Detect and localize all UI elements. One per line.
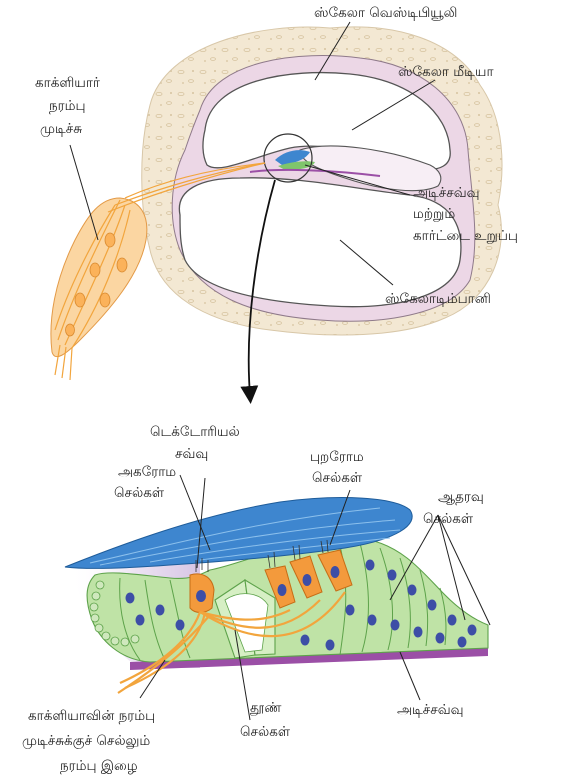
label-nerve-fibres-2: முடிச்சுக்குச் செல்லும் [22, 733, 150, 750]
label-scala-tympani: ஸ்கேலாடிம்பானி [385, 291, 491, 307]
label-cochlear-nerve-3: முடிச்சு [40, 121, 82, 137]
label-inner-hair-2: செல்கள் [114, 485, 165, 501]
label-pillar-1: தூண் [250, 700, 282, 716]
label-cochlear-nerve-1: காக்ளியார் [35, 75, 101, 91]
label-supporting-2: செல்கள் [423, 511, 474, 527]
label-pillar-2: செல்கள் [240, 724, 291, 740]
label-basilar-corti-1: அடிச்சவ்வு [413, 185, 480, 201]
label-basilar-membrane: அடிச்சவ்வு [397, 702, 464, 718]
label-tectorial-1: டெக்டோரியல் [150, 424, 240, 440]
label-outer-hair-1: புறரோம [310, 449, 364, 465]
spiral-ganglion [51, 198, 147, 357]
label-nerve-fibres-3: நரம்பு இழை [60, 758, 138, 774]
label-cochlear-nerve-2: நரம்பு [49, 98, 86, 114]
label-tectorial-2: சவ்வு [175, 446, 208, 462]
label-supporting-1: ஆதரவு [438, 489, 484, 505]
label-basilar-corti-2: மற்றும் [413, 206, 455, 222]
label-inner-hair-1: அகரோம [118, 464, 176, 480]
label-basilar-corti-3: கார்ட்டை உறுப்பு [413, 228, 518, 244]
label-outer-hair-2: செல்கள் [312, 470, 363, 486]
label-nerve-fibres-1: காக்ளியாவின் நரம்பு [28, 708, 155, 724]
label-scala-vestibuli: ஸ்கேலா வெஸ்டிபியூலி [314, 5, 457, 21]
label-scala-media: ஸ்கேலா மீடியா [398, 64, 494, 80]
